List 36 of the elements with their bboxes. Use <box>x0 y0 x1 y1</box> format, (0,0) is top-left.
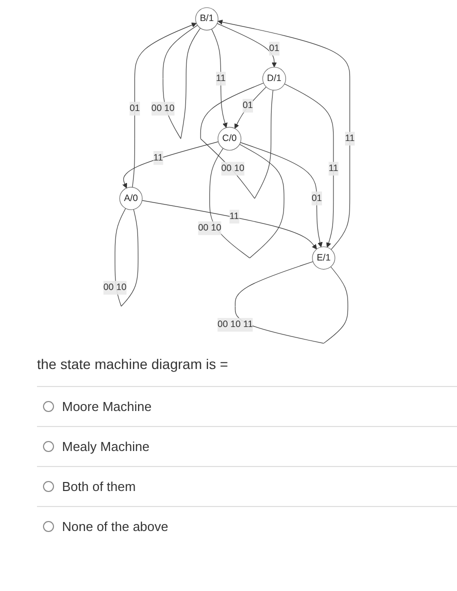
edge-label: 00 10 <box>102 282 126 292</box>
edge-label: 01 <box>129 102 140 113</box>
node-circle: D/1 <box>262 66 286 90</box>
edge-label: 01 <box>311 192 322 203</box>
arrow <box>240 142 322 247</box>
arrow <box>210 28 227 128</box>
node-circle: A/0 <box>118 186 142 210</box>
edge-label: 01 <box>242 100 252 110</box>
edge-label: 11 <box>228 210 239 221</box>
edge-label: 11 <box>216 72 226 83</box>
option-label: None of the above <box>62 519 168 534</box>
edge-label: 11 <box>328 163 338 173</box>
edge-label: 00 10 11 <box>217 319 252 329</box>
arrow <box>141 200 316 249</box>
edge-label: 11 <box>152 152 163 162</box>
arrow <box>284 83 334 248</box>
node-circle: C/0 <box>217 126 241 150</box>
connector <box>200 82 273 198</box>
option-label: Both of them <box>62 479 136 494</box>
connector <box>162 24 200 138</box>
edge-label: 00 10 <box>198 222 221 232</box>
arrow <box>234 86 266 128</box>
option-label: Mealy Machine <box>62 439 150 454</box>
connector <box>208 143 284 258</box>
edge-label: 11 <box>344 133 354 143</box>
question-text: the state machine diagram is = <box>37 356 230 372</box>
node-circle: E/1 <box>312 246 335 270</box>
edge-label: 00 10 <box>150 102 174 113</box>
node-circle: B/1 <box>194 6 218 30</box>
arrow <box>122 140 218 188</box>
arrow <box>132 22 196 188</box>
arrow <box>216 22 276 67</box>
connector <box>114 208 138 306</box>
edge-label: 00 10 <box>220 163 244 173</box>
option-label: Moore Machine <box>62 399 152 414</box>
edge-label: 01 <box>268 42 279 53</box>
